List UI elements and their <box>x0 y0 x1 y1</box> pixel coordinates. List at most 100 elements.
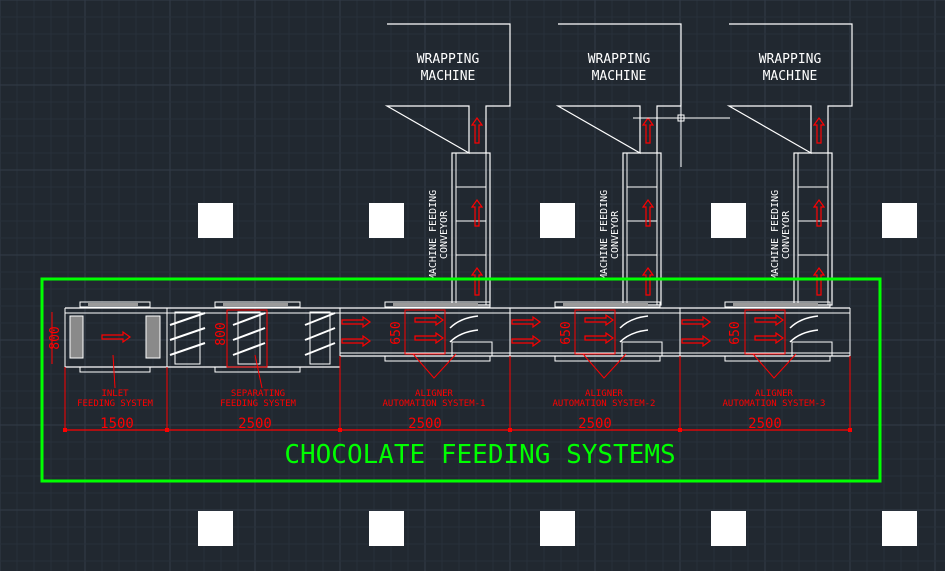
roller-guard-fill <box>393 303 478 306</box>
arrow-right-icon <box>511 334 542 348</box>
machine-3-label-1: WRAPPING <box>759 52 822 67</box>
aligner-guide <box>619 315 649 329</box>
aligner-guide <box>789 315 819 329</box>
conveyor-2-label-2: CONVEYOR <box>610 210 621 259</box>
arrow-up-icon <box>812 116 826 144</box>
arrow-right-icon <box>754 331 785 345</box>
roller-guard <box>214 301 301 308</box>
arrow-right-icon <box>754 313 785 327</box>
dim-length-3: 2500 <box>408 416 442 432</box>
wrapping-machine-outline <box>384 23 511 155</box>
leader-line <box>254 354 263 389</box>
dimension-tick <box>848 428 852 432</box>
dimension-tick <box>508 428 512 432</box>
separator-bar <box>304 342 336 356</box>
aligner-base <box>621 341 663 357</box>
aligner-guide <box>789 329 819 343</box>
section-3-label-2: AUTOMATION SYSTEM-1 <box>383 399 486 409</box>
aligner-guide <box>619 329 649 343</box>
arrow-right-icon <box>584 331 615 345</box>
roller-guard <box>79 301 151 308</box>
mesh-pad <box>69 315 84 359</box>
dimension-tick <box>678 428 682 432</box>
section-4-label-2: AUTOMATION SYSTEM-2 <box>553 399 656 409</box>
arrow-up-icon <box>641 116 655 144</box>
selection-frame[interactable] <box>40 277 882 483</box>
aligner-guide <box>449 315 479 329</box>
leader-line <box>112 354 116 389</box>
section-5-label-2: AUTOMATION SYSTEM-3 <box>723 399 826 409</box>
roller-guard-fill <box>88 303 138 306</box>
conveyor-3-label-1: MACHINE FEEDING <box>770 190 781 280</box>
arrow-up-icon <box>812 266 826 296</box>
machine-2-label-1: WRAPPING <box>588 52 651 67</box>
conveyor-3-label-2: CONVEYOR <box>781 210 792 259</box>
arrow-up-icon <box>812 198 826 227</box>
column-marker <box>882 511 917 546</box>
leader-line <box>582 353 627 379</box>
roller-guard <box>724 355 831 362</box>
dimension-box <box>404 309 446 355</box>
dim-width-4: 650 <box>559 321 574 344</box>
section-4-label-1: ALIGNER <box>585 389 624 399</box>
conveyor-1-label-1: MACHINE FEEDING <box>428 190 439 280</box>
conveyor-labels: MACHINE FEEDING CONVEYOR MACHINE FEEDING… <box>428 190 792 280</box>
column-marker <box>198 203 233 238</box>
arrow-right-icon <box>414 331 445 345</box>
dim-width-5: 650 <box>728 321 743 344</box>
dim-length-2: 2500 <box>238 416 272 432</box>
aligner-base <box>451 341 493 357</box>
column-marker <box>198 511 233 546</box>
column-marker <box>540 203 575 238</box>
aligner-guide <box>449 329 479 343</box>
roller-guard <box>554 355 661 362</box>
drawing-title: CHOCOLATE FEEDING SYSTEMS <box>284 440 675 470</box>
dim-width-3: 650 <box>389 321 404 344</box>
roller-guard <box>79 366 151 373</box>
arrow-up-icon <box>470 266 484 296</box>
separator-bar <box>304 312 336 326</box>
arrow-up-icon <box>470 116 484 144</box>
machine-1-label-2: MACHINE <box>421 69 476 84</box>
dim-length-1: 1500 <box>100 416 134 432</box>
roller-guard-fill <box>563 303 648 306</box>
roller-guard-fill <box>223 303 288 306</box>
column-marker <box>882 203 917 238</box>
mesh-pad <box>145 315 161 359</box>
leader-line <box>412 353 457 379</box>
column-marker <box>540 511 575 546</box>
feeding-conveyor <box>451 152 491 306</box>
column-marker <box>711 203 746 238</box>
arrow-right-icon <box>584 313 615 327</box>
roller-guard <box>724 301 831 308</box>
wrapping-machine-outline <box>726 23 853 155</box>
separator-bar <box>169 312 206 326</box>
dim-width-2: 800 <box>214 322 229 345</box>
dimension-tick <box>63 428 67 432</box>
machine-3-label-2: MACHINE <box>763 69 818 84</box>
roller-guard <box>554 301 661 308</box>
conveyor-1-label-2: CONVEYOR <box>439 210 450 259</box>
column-marker <box>369 203 404 238</box>
arrow-right-icon <box>511 315 542 329</box>
dim-width-1: 800 <box>48 326 63 349</box>
column-marker <box>711 511 746 546</box>
section-2-label-1: SEPARATING <box>231 389 285 399</box>
separator-bar <box>169 327 206 341</box>
dimension-tick <box>338 428 342 432</box>
dim-length-4: 2500 <box>578 416 612 432</box>
arrow-right-icon <box>681 315 712 329</box>
section-1-label-1: INLET <box>101 389 129 399</box>
roller-guard <box>384 355 491 362</box>
separator-bar <box>232 327 266 341</box>
aligner-base <box>791 341 833 357</box>
separator-bar <box>169 342 206 356</box>
column-markers <box>198 203 917 546</box>
dim-length-5: 2500 <box>748 416 782 432</box>
arrow-right-icon <box>341 334 372 348</box>
arrow-right-icon <box>414 313 445 327</box>
dimension-tick <box>165 428 169 432</box>
separator-bar <box>232 342 266 356</box>
